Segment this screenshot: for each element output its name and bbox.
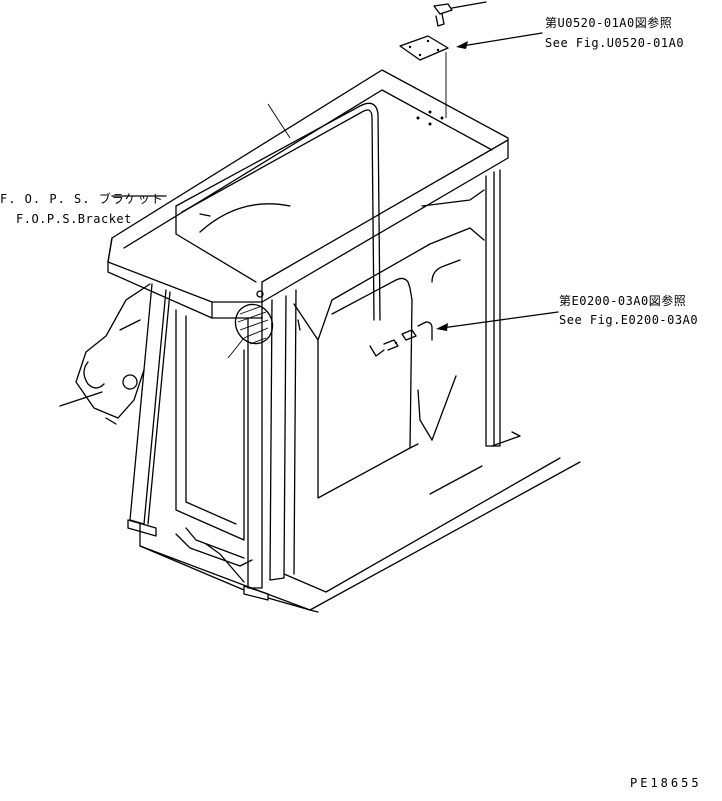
top-ref-label-en: See Fig.U0520-01A0 bbox=[545, 36, 685, 50]
cab-body bbox=[175, 189, 485, 541]
bolt-part bbox=[433, 1, 487, 27]
right-ref-label-en: See Fig.E0200-03A0 bbox=[559, 313, 699, 327]
leader-right-ref bbox=[436, 311, 559, 331]
cab-roof bbox=[107, 69, 509, 321]
bracket-label-jp: F. O. P. S. ブラケット bbox=[0, 192, 164, 206]
top-ref-label-jp: 第U0520-01A0図参照 bbox=[545, 16, 673, 30]
cab-front-posts bbox=[127, 283, 297, 601]
cover-plate bbox=[399, 35, 449, 118]
lamp-part bbox=[227, 290, 274, 359]
cab-base bbox=[139, 457, 581, 613]
lift-arm bbox=[59, 283, 151, 425]
drawing-number: PE18655 bbox=[630, 776, 702, 790]
leader-top-ref bbox=[456, 32, 543, 49]
cab-right-post bbox=[485, 169, 521, 447]
right-ref-label-jp: 第E0200-03A0図参照 bbox=[559, 294, 687, 308]
handle-part bbox=[369, 321, 433, 357]
bracket-label-en: F.O.P.S.Bracket bbox=[16, 212, 132, 226]
